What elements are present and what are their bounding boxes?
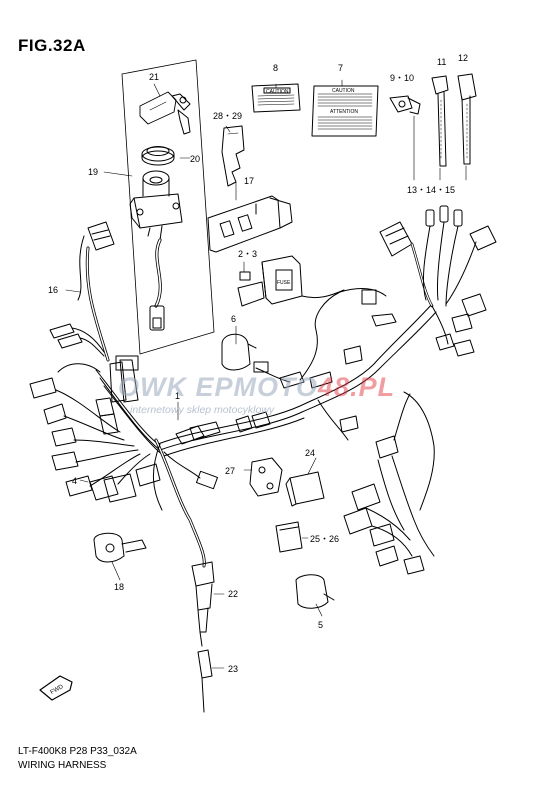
fuse-box-bracket [207, 195, 293, 253]
callout-23: 23 [228, 664, 238, 674]
figure-title: FIG.32A [18, 36, 86, 55]
callout-24: 24 [305, 448, 315, 458]
callout-11: 11 [437, 57, 446, 67]
callout-5: 5 [318, 620, 323, 630]
callout-4: 4 [72, 476, 77, 486]
fuse-text: FUSE [277, 280, 291, 286]
caution-text-7: CAUTION [332, 88, 355, 94]
starter-relay-connector [275, 521, 303, 553]
callout-2-3: 2・3 [238, 249, 257, 259]
forward-arrow [39, 675, 73, 701]
left-connector-cluster [29, 363, 161, 503]
temperature-sensor [93, 532, 147, 563]
callout-9-10: 9・10 [390, 73, 414, 83]
right-lower-connector-cluster [343, 391, 435, 575]
callout-18: 18 [114, 582, 124, 592]
callout-28-29: 28・29 [213, 111, 242, 121]
callout-19: 19 [88, 167, 98, 177]
callout-17: 17 [244, 176, 254, 186]
callout-22: 22 [228, 589, 238, 599]
ignition-key-set [139, 91, 191, 135]
callout-1: 1 [175, 391, 180, 401]
callout-25-26: 25・26 [310, 534, 339, 544]
caution-label-8 [251, 83, 301, 113]
relay [285, 471, 325, 507]
wire-clamp [389, 95, 421, 115]
model-code: LT-F400K8 P28 P33_032A [18, 746, 137, 757]
callout-16: 16 [48, 285, 58, 295]
cable-tie-11 [431, 75, 449, 167]
callout-6: 6 [231, 314, 236, 324]
terminal-boot [295, 574, 335, 609]
rubber-boot [221, 333, 257, 371]
test-probe [197, 649, 213, 713]
relay-bracket [249, 457, 283, 497]
spark-plug-wire [191, 561, 215, 647]
fuse-box [237, 255, 345, 307]
ignition-switch-group-outline [121, 59, 215, 355]
callout-8: 8 [273, 63, 278, 73]
callout-27: 27 [225, 466, 235, 476]
ignition-switch-body [129, 170, 183, 331]
caution-text-8: CAUTION [266, 89, 289, 95]
attention-text-7: ATTENTION [330, 109, 358, 115]
callout-7: 7 [338, 63, 343, 73]
callout-13-14-15: 13・14・15 [407, 185, 455, 195]
cable-tie-12 [457, 73, 477, 165]
callout-12: 12 [458, 53, 468, 63]
callout-20: 20 [190, 154, 200, 164]
connector-harness-16 [49, 221, 115, 362]
right-upper-connector-cluster [379, 205, 497, 357]
key-blank [221, 125, 245, 187]
ignition-ring [141, 146, 175, 166]
callout-21: 21 [149, 72, 159, 82]
caution-label-7 [311, 85, 379, 137]
main-wiring-harness [95, 288, 437, 568]
figure-caption: WIRING HARNESS [18, 760, 107, 771]
